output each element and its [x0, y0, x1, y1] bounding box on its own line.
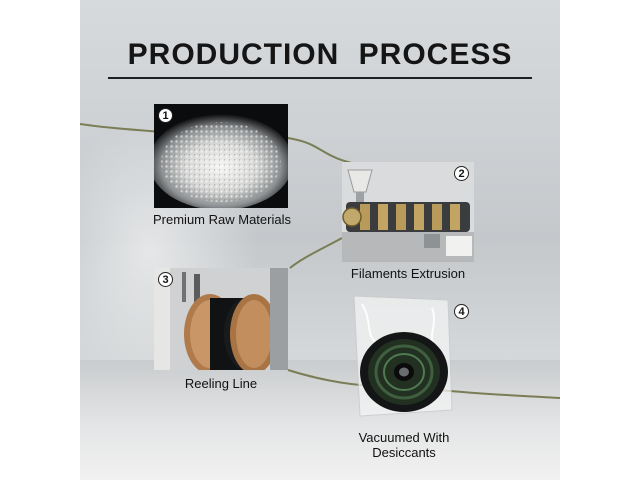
- page-title: PRODUCTION PROCESS: [127, 38, 513, 71]
- step-3-badge: 3: [158, 272, 173, 287]
- extrusion-photo: [342, 162, 474, 262]
- step-1-badge: 1: [158, 108, 173, 123]
- step-4-badge: 4: [454, 304, 469, 319]
- step-2-label: Filaments Extrusion: [350, 266, 466, 281]
- step-2-badge: 2: [454, 166, 469, 181]
- reeling-photo: [154, 268, 288, 370]
- step-4-label-line-1: Vacuumed With: [358, 430, 450, 445]
- title-underline: [108, 77, 532, 79]
- reeling-machine-image: [154, 268, 288, 370]
- raw-materials-photo: [154, 104, 288, 208]
- filament-wire: [80, 123, 560, 399]
- step-4-label: Vacuumed With Desiccants: [342, 430, 466, 460]
- extruder-image: [342, 162, 474, 262]
- background-floor: [80, 360, 560, 480]
- step-1-label: Premium Raw Materials: [153, 212, 291, 227]
- step-3-label: Reeling Line: [184, 376, 258, 391]
- production-process-canvas: PRODUCTION PROCESS 1 Premium Raw Materia…: [80, 0, 560, 480]
- vacuum-spool-image: [353, 295, 453, 417]
- pellets-image: [154, 114, 288, 208]
- vacuum-spool-photo: [342, 290, 466, 424]
- step-4-label-line-2: Desiccants: [372, 445, 436, 460]
